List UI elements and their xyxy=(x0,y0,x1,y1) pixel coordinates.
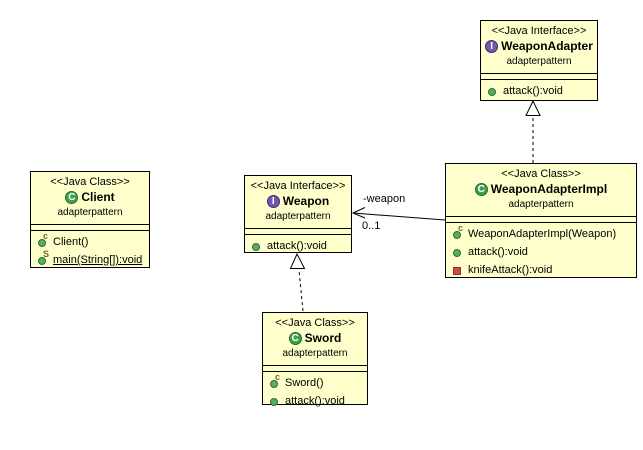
class-name: WeaponAdapterImpl xyxy=(490,182,608,196)
class-box-weaponadapter[interactable]: <<Java Interface>> I WeaponAdapter adapt… xyxy=(480,20,598,101)
methods-compartment: attack():void xyxy=(481,80,597,100)
package-label: adapterpattern xyxy=(57,207,123,218)
static-method-icon: S xyxy=(38,250,49,265)
method-label: attack():void xyxy=(468,246,528,258)
methods-compartment: attack():void xyxy=(245,235,351,255)
class-name: Weapon xyxy=(282,194,330,208)
attributes-compartment xyxy=(446,217,636,223)
method-row-constructor[interactable]: c WeaponAdapterImpl(Weapon) xyxy=(446,224,636,243)
realization-sword-to-weapon[interactable] xyxy=(289,252,306,312)
interface-icon: I xyxy=(266,195,280,208)
attributes-compartment xyxy=(245,229,351,235)
methods-compartment: c Client() S main(String[]):void xyxy=(31,231,149,269)
class-header: <<Java Interface>> I Weapon adapterpatte… xyxy=(245,176,351,229)
stereotype-label: <<Java Interface>> xyxy=(250,180,346,192)
class-name: Client xyxy=(81,190,115,204)
attributes-compartment xyxy=(481,74,597,80)
interface-icon-letter: I xyxy=(490,41,493,52)
association-multiplicity-label[interactable]: 0..1 xyxy=(362,220,381,232)
class-header: <<Java Interface>> I WeaponAdapter adapt… xyxy=(481,21,597,74)
interface-icon: I xyxy=(485,40,499,53)
method-adornment: c xyxy=(458,223,464,233)
stereotype-label: <<Java Interface>> xyxy=(491,25,587,37)
package-label: adapterpattern xyxy=(506,56,572,67)
private-method-icon xyxy=(453,265,463,275)
class-icon-letter: C xyxy=(291,333,299,344)
method-label: attack():void xyxy=(285,395,345,407)
method-adornment: S xyxy=(43,249,50,259)
method-row-constructor[interactable]: c Sword() xyxy=(263,373,367,392)
class-box-sword[interactable]: <<Java Class>> C Sword adapterpattern c … xyxy=(262,312,368,407)
class-icon: C xyxy=(474,183,488,196)
method-row-main[interactable]: S main(String[]):void xyxy=(31,250,149,269)
stereotype-label: <<Java Class>> xyxy=(501,168,581,180)
method-row-attack[interactable]: attack():void xyxy=(481,82,597,100)
interface-icon-letter: I xyxy=(271,196,275,207)
association-role-label[interactable]: -weapon xyxy=(363,193,406,205)
public-method-icon xyxy=(453,247,463,257)
method-label: attack():void xyxy=(267,240,327,252)
class-header: <<Java Class>> C Client adapterpattern xyxy=(31,172,149,225)
method-label: attack():void xyxy=(503,85,563,97)
method-row-constructor[interactable]: c Client() xyxy=(31,232,149,251)
method-label: WeaponAdapterImpl(Weapon) xyxy=(468,228,617,240)
stereotype-label: <<Java Class>> xyxy=(50,176,130,188)
stereotype-label: <<Java Class>> xyxy=(275,317,355,329)
class-name: WeaponAdapter xyxy=(501,39,593,53)
association-weaponadapterimpl-to-weapon[interactable] xyxy=(351,207,446,221)
constructor-method-icon: c xyxy=(270,373,280,388)
package-label: adapterpattern xyxy=(282,348,348,359)
class-box-client[interactable]: <<Java Class>> C Client adapterpattern c… xyxy=(30,171,150,268)
method-label: Sword() xyxy=(285,377,324,389)
method-adornment: c xyxy=(275,372,281,382)
class-icon-letter: C xyxy=(68,192,76,203)
package-label: adapterpattern xyxy=(265,211,331,222)
attributes-compartment xyxy=(263,366,367,372)
class-icon: C xyxy=(288,332,302,345)
method-row-attack[interactable]: attack():void xyxy=(263,392,367,410)
method-row-knifeattack[interactable]: knifeAttack():void xyxy=(446,261,636,279)
class-icon-letter: C xyxy=(477,184,485,195)
class-icon: C xyxy=(65,191,79,204)
attributes-compartment xyxy=(31,225,149,231)
method-label: main(String[]):void xyxy=(53,254,143,266)
method-adornment: c xyxy=(43,231,49,241)
method-label: knifeAttack():void xyxy=(468,264,553,276)
class-box-weaponadapterimpl[interactable]: <<Java Class>> C WeaponAdapterImpl adapt… xyxy=(445,163,637,278)
method-row-attack[interactable]: attack():void xyxy=(245,237,351,255)
class-name: Sword xyxy=(304,331,342,345)
methods-compartment: c Sword() attack():void xyxy=(263,372,367,410)
method-row-attack[interactable]: attack():void xyxy=(446,243,636,261)
realization-weaponadapterimpl-to-weaponadapter[interactable] xyxy=(525,99,541,163)
class-header: <<Java Class>> C Sword adapterpattern xyxy=(263,313,367,366)
constructor-method-icon: c xyxy=(453,224,463,239)
public-method-icon xyxy=(488,86,498,96)
methods-compartment: c WeaponAdapterImpl(Weapon) attack():voi… xyxy=(446,223,636,279)
public-method-icon xyxy=(252,241,262,251)
public-method-icon xyxy=(270,396,280,406)
constructor-method-icon: c xyxy=(38,232,48,247)
class-header: <<Java Class>> C WeaponAdapterImpl adapt… xyxy=(446,164,636,217)
package-label: adapterpattern xyxy=(508,199,574,210)
method-label: Client() xyxy=(53,236,89,248)
class-box-weapon[interactable]: <<Java Interface>> I Weapon adapterpatte… xyxy=(244,175,352,253)
